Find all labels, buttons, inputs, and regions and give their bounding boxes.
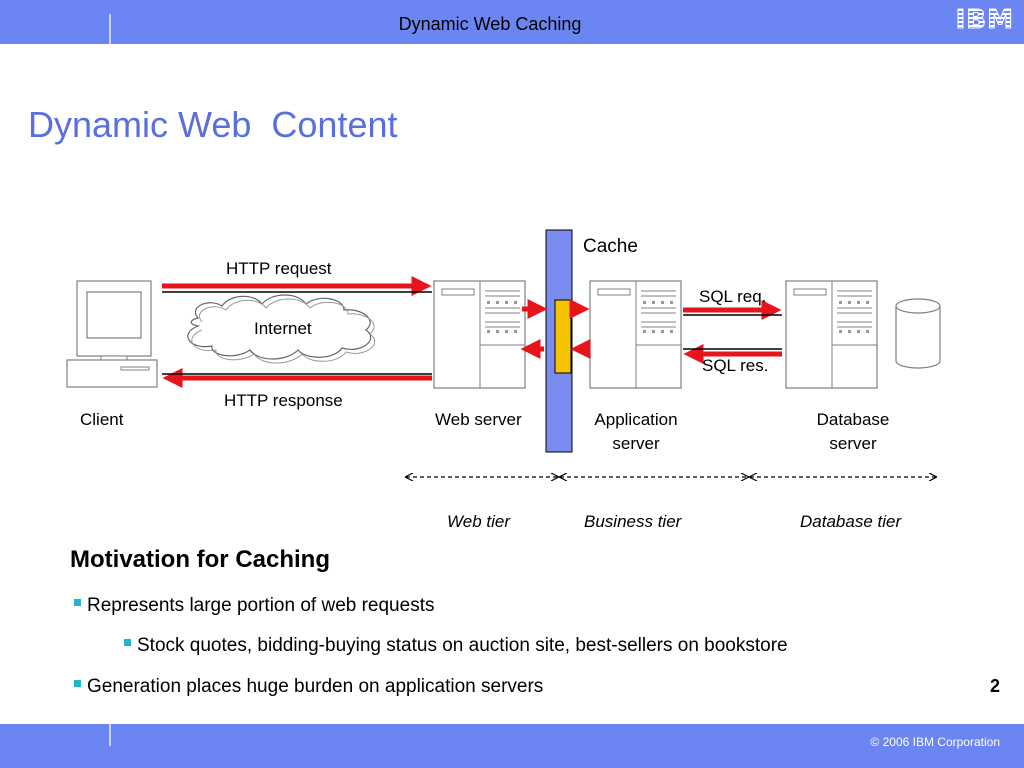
bullet-2-text: Generation places huge burden on applica… — [87, 676, 544, 697]
bullet-1-text: Represents large portion of web requests — [87, 595, 435, 616]
bullet-1a: Stock quotes, bidding-buying status on a… — [124, 635, 788, 657]
cache-label: Cache — [583, 236, 638, 257]
bullet-2: Generation places huge burden on applica… — [74, 676, 543, 698]
http-response-label: HTTP response — [224, 391, 343, 410]
bullet-square-icon — [124, 639, 131, 647]
internet-cloud-icon — [187, 294, 376, 364]
database-server-label-line1: Database — [816, 410, 890, 429]
cache-box — [554, 299, 572, 374]
sql-request-arrow — [683, 300, 782, 320]
web-server-label: Web server — [435, 410, 522, 429]
header-divider — [109, 14, 111, 44]
database-server-icon — [785, 280, 878, 389]
bullet-1: Represents large portion of web requests — [74, 595, 434, 617]
database-cylinder-icon — [895, 298, 941, 369]
http-response-arrow — [162, 368, 432, 388]
sql-response-arrow — [683, 344, 782, 364]
web-tier-label: Web tier — [447, 512, 510, 531]
database-tier-label: Database tier — [800, 512, 902, 531]
footer-divider — [109, 724, 111, 746]
bullet-square-icon — [74, 599, 81, 607]
http-request-label: HTTP request — [226, 259, 332, 278]
motivation-title: Motivation for Caching — [70, 546, 330, 573]
application-server-label-line2: server — [612, 434, 660, 453]
internet-label: Internet — [254, 319, 312, 338]
sql-response-label: SQL res. — [702, 356, 769, 375]
sql-request-label: SQL req. — [699, 287, 767, 306]
client-computer-icon — [66, 280, 158, 388]
client-label: Client — [80, 410, 124, 429]
application-server-icon — [589, 280, 682, 389]
slide-title: Dynamic Web Content — [28, 104, 398, 145]
page-number: 2 — [990, 676, 1001, 696]
header-title: Dynamic Web Caching — [398, 14, 582, 34]
footer-bar: © 2006 IBM Corporation — [0, 724, 1024, 768]
ibm-logo: IBM — [955, 5, 1014, 36]
business-tier-label: Business tier — [584, 512, 682, 531]
bullet-square-icon — [74, 680, 81, 688]
database-server-label-line2: server — [829, 434, 877, 453]
header-bar: Dynamic Web Caching IBM — [0, 0, 1024, 44]
application-server-label-line1: Application — [594, 410, 678, 429]
bullet-1a-text: Stock quotes, bidding-buying status on a… — [137, 635, 788, 656]
web-server-icon — [433, 280, 526, 389]
http-request-arrow — [162, 276, 432, 296]
copyright-text: © 2006 IBM Corporation — [870, 735, 1000, 749]
